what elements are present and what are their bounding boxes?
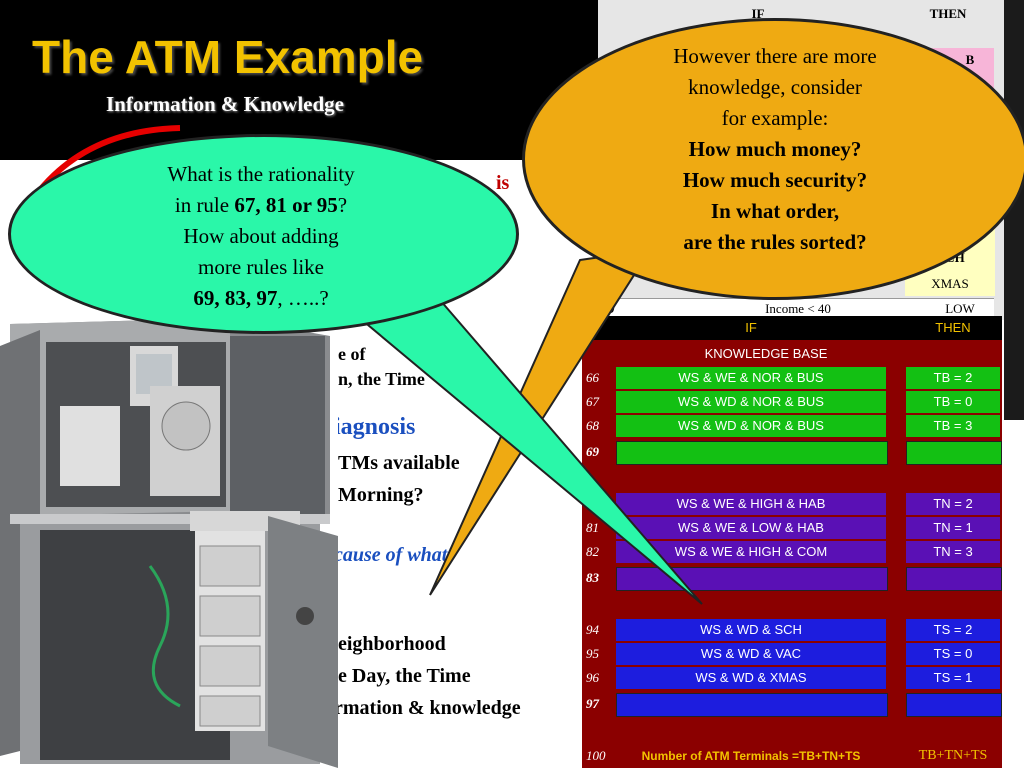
kb-total-row: 100 Number of ATM Terminals =TB+TN+TS TB… <box>582 744 1002 768</box>
kb-rule-number: 68 <box>586 418 599 433</box>
kb-title-row: KNOWLEDGE BASE <box>582 342 1002 366</box>
kb-rule-row: 67 WS & WD & NOR & BUS TB = 0 <box>582 390 1002 414</box>
kb-rule-result: TN = 2 <box>906 493 1000 515</box>
speech-bubble-right: However there are more knowledge, consid… <box>522 18 1024 300</box>
back-table-pink-value: B <box>965 52 975 67</box>
kb-rule-row: 68 WS & WD & NOR & BUS TB = 3 <box>582 414 1002 438</box>
knowledge-base-table: IF THEN KNOWLEDGE BASE 66 WS & WE & NOR &… <box>582 316 1002 768</box>
kb-rule-number: 81 <box>586 520 599 535</box>
bubble-right-line1: However there are more <box>673 44 877 68</box>
title-area <box>0 0 598 160</box>
background-fragment-line2: son, the Time <box>322 369 425 389</box>
bubble-left-line5: 69, 83, 97, …..? <box>91 283 431 314</box>
kb-rule-row: 95 WS & WD & VAC TS = 0 <box>582 642 1002 666</box>
bubble-left-line2: in rule 67, 81 or 95? <box>91 190 431 221</box>
kb-total-res: TB+TN+TS <box>918 748 988 763</box>
kb-rule-number: 66 <box>586 370 599 385</box>
bubble-left-text: What is the rationality in rule 67, 81 o… <box>91 159 431 314</box>
kb-rule-condition: WS & WD & XMAS <box>616 667 886 689</box>
kb-total-num: 100 <box>586 748 606 763</box>
bubble-left-line5b: , …..? <box>277 286 329 310</box>
kb-rule-row: 94 WS & WD & SCH TS = 2 <box>582 618 1002 642</box>
kb-rule-result <box>906 567 1002 591</box>
kb-rule-result: TS = 0 <box>906 643 1000 665</box>
bubble-right-line6: In what order, <box>710 199 840 223</box>
kb-rule-number: 95 <box>586 646 599 661</box>
kb-rule-condition <box>616 567 888 591</box>
kb-header-then: THEN <box>935 320 971 335</box>
kb-rule-result: TB = 2 <box>906 367 1000 389</box>
kb-rule-number: 67 <box>586 394 599 409</box>
kb-rule-number: 69 <box>586 444 599 459</box>
bubble-left-line2b: 67, 81 or 95 <box>234 193 338 217</box>
bubble-left-line5a: 69, 83, 97 <box>193 286 278 310</box>
background-fragment-line4: Morning? <box>338 484 424 506</box>
kb-rule-result: TB = 0 <box>906 391 1000 413</box>
kb-rule-result <box>906 441 1002 465</box>
background-fragment-is: is <box>496 172 510 194</box>
bubble-left-line4: more rules like <box>198 255 324 279</box>
atm-machine-image <box>0 316 338 768</box>
bubble-right-line3: for example: <box>721 106 829 130</box>
speech-bubble-left: What is the rationality in rule 67, 81 o… <box>8 134 519 334</box>
kb-rule-number: 94 <box>586 622 599 637</box>
kb-rule-condition: WS & WE & HIGH & COM <box>616 541 886 563</box>
bubble-left-line3: How about adding <box>183 224 339 248</box>
kb-total-cond: Number of ATM Terminals =TB+TN+TS <box>641 749 861 763</box>
bubble-right-line7: are the rules sorted? <box>683 230 867 254</box>
bubble-right-line5: How much security? <box>682 168 868 192</box>
bubble-left-line1: What is the rationality <box>167 162 355 186</box>
kb-title: KNOWLEDGE BASE <box>704 346 828 361</box>
kb-rule-number: 83 <box>586 570 599 585</box>
kb-rule-condition: WS & WD & VAC <box>616 643 886 665</box>
kb-rule-result: TN = 1 <box>906 517 1000 539</box>
background-fragment-line3: TMs available <box>338 452 460 474</box>
kb-rule-condition: WS & WD & SCH <box>616 619 886 641</box>
kb-rule-condition: WS & WE & HIGH & HAB <box>616 493 886 515</box>
kb-rule-result: TB = 3 <box>906 415 1000 437</box>
kb-rule-row: 97 <box>582 692 1002 717</box>
background-fragment-line5: cause of what? <box>334 544 458 566</box>
bubble-right-line2: knowledge, consider <box>688 75 862 99</box>
slide-subtitle: Information & Knowledge <box>106 92 344 116</box>
kb-rule-condition: WS & WD & NOR & BUS <box>616 415 886 437</box>
back-table-income-res: LOW <box>945 301 975 316</box>
kb-rule-number: 82 <box>586 544 599 559</box>
kb-rule-result: TN = 3 <box>906 541 1000 563</box>
bubble-right-text: However there are more knowledge, consid… <box>595 41 955 258</box>
kb-rule-number: 97 <box>586 696 599 711</box>
kb-rule-row: 69 <box>582 440 1002 465</box>
kb-rule-condition <box>616 693 888 717</box>
kb-header-row: IF THEN <box>582 316 1002 340</box>
atm-machine-icon <box>0 318 338 768</box>
kb-rule-result <box>906 693 1002 717</box>
kb-rule-row: 96 WS & WD & XMAS TS = 1 <box>582 666 1002 690</box>
bubble-right-line4: How much money? <box>688 137 862 161</box>
kb-rule-condition: WS & WE & LOW & HAB <box>616 517 886 539</box>
slide-title: The ATM Example <box>32 31 424 83</box>
kb-rule-condition: WS & WE & NOR & BUS <box>616 367 886 389</box>
bubble-left-line2a: in rule <box>174 193 235 217</box>
background-fragment-line6: eighborhood <box>338 633 446 655</box>
kb-rule-row: 83 <box>582 566 1002 591</box>
kb-rule-result: TS = 2 <box>906 619 1000 641</box>
bubble-left-line2c: ? <box>337 193 348 217</box>
back-table-then-header: THEN <box>929 6 967 21</box>
kb-rule-condition <box>616 441 888 465</box>
background-fragment-line7: e Day, the Time <box>338 665 471 687</box>
back-table-if-header: IF <box>751 6 765 21</box>
kb-header-if: IF <box>745 320 757 335</box>
background-fragment-line8: rmation & knowledge <box>334 697 521 719</box>
kb-rule-result: TS = 1 <box>906 667 1000 689</box>
kb-rule-row: 82 WS & WE & HIGH & COM TN = 3 <box>582 540 1002 564</box>
kb-rule-row: 81 WS & WE & LOW & HAB TN = 1 <box>582 516 1002 540</box>
background-fragment-line1: e of <box>338 344 366 364</box>
back-table-yellow-value-2: XMAS <box>931 276 969 291</box>
background-fragment-diagnosis: iagnosis <box>334 414 416 440</box>
kb-rule-condition: WS & WD & NOR & BUS <box>616 391 886 413</box>
kb-rule-number: 96 <box>586 670 599 685</box>
kb-rule-row: 66 WS & WE & NOR & BUS TB = 2 <box>582 366 1002 390</box>
back-table-income-cond: Income < 40 <box>765 301 831 316</box>
